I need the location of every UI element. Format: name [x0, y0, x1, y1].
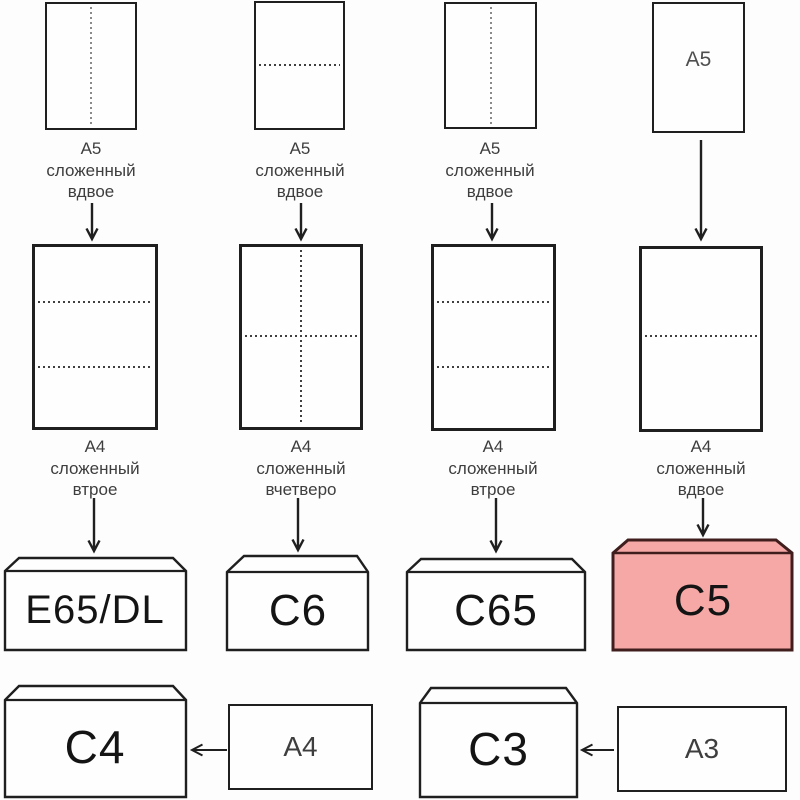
arrow-down-col4-mid	[696, 498, 710, 538]
caption-a5-folded-half-1: А5 сложенный вдвое	[46, 139, 136, 201]
envelope-c5-highlighted	[611, 538, 794, 652]
fold-line-horizontal	[245, 335, 357, 338]
arrow-left-a3-to-c3	[579, 743, 614, 757]
arrow-down-col1-top	[85, 203, 99, 242]
fold-line-horizontal	[259, 64, 340, 67]
a4-sheet-thirds-fold-1	[32, 244, 158, 430]
caption-a4-folded-half: А4 сложенный вдвое	[656, 437, 746, 499]
caption-a5-folded-half-2: А5 сложенный вдвое	[255, 139, 345, 201]
fold-line-third-lower	[437, 366, 550, 369]
arrow-left-a4-to-c4	[189, 743, 227, 757]
a5-sheet-plain: А5	[652, 2, 745, 133]
a4-source-sheet: А4	[228, 704, 373, 790]
envelope-c6	[225, 554, 370, 652]
envelope-c65-label: C65	[454, 586, 538, 635]
a4-sheet-thirds-fold-2	[431, 244, 556, 431]
arrow-down-col3-mid	[489, 498, 503, 554]
envelope-c5-label: C5	[673, 576, 733, 625]
fold-line-vertical	[489, 7, 492, 124]
fold-line-vertical	[90, 7, 92, 125]
fold-line-horizontal	[645, 335, 757, 338]
a3-source-sheet: А3	[617, 706, 787, 792]
caption-a5-folded-half-3: А5 сложенный вдвое	[445, 139, 535, 201]
a5-sheet-horizontal-fold	[254, 1, 345, 130]
fold-line-third-upper	[38, 301, 152, 303]
caption-a4-folded-thirds-1: А4 сложенный втрое	[50, 437, 140, 499]
arrow-down-col2-top	[294, 203, 308, 242]
arrow-down-col1-mid	[87, 498, 101, 554]
envelope-c4	[3, 684, 188, 799]
envelope-e65-dl-label: E65/DL	[25, 587, 165, 632]
arrow-down-col3-top	[485, 203, 499, 242]
envelope-e65-dl	[3, 556, 188, 652]
envelope-c65	[405, 557, 587, 652]
a4-sheet-quarters-fold	[239, 244, 363, 430]
fold-line-third-lower	[38, 365, 152, 368]
arrow-down-col4-top	[694, 140, 708, 242]
fold-line-third-upper	[437, 301, 550, 304]
envelope-c3-label: C3	[468, 723, 529, 775]
a4-sheet-half-fold	[639, 246, 763, 432]
envelope-c3	[418, 686, 579, 799]
arrow-down-col2-mid	[291, 498, 305, 553]
envelope-c4-label: C4	[64, 721, 126, 773]
caption-a4-folded-thirds-2: А4 сложенный втрое	[448, 437, 538, 499]
caption-a4-folded-quarters: А4 сложенный вчетверо	[256, 437, 346, 499]
envelope-c6-label: C6	[268, 586, 328, 635]
a5-inner-label: А5	[685, 47, 712, 71]
a5-sheet-vertical-fold-2	[444, 2, 537, 129]
a5-sheet-vertical-fold-1	[45, 2, 137, 130]
